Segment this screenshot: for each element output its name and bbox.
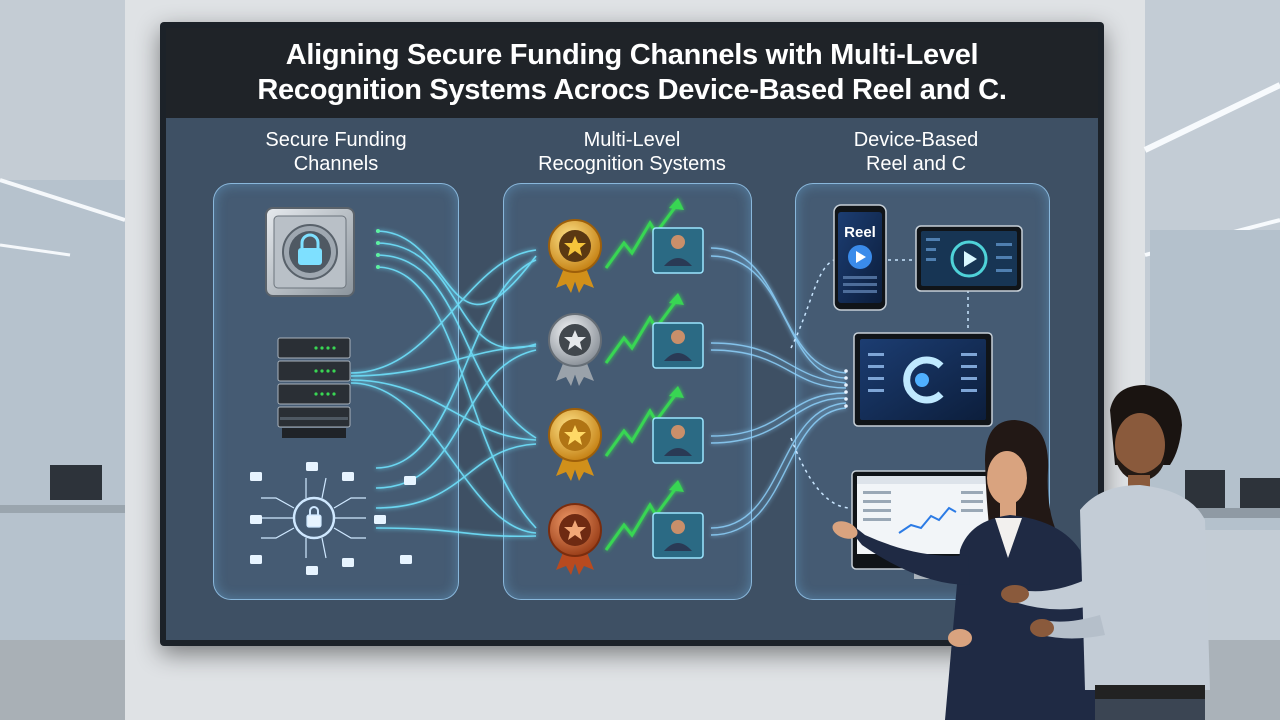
column-title-devices: Device-Based Reel and C: [853, 129, 979, 175]
recognition-tier-2: [548, 313, 602, 386]
tablet-play-icon: [915, 225, 1023, 292]
lock-network-icon: [250, 462, 416, 575]
recognition-tier-4: [548, 503, 602, 575]
diagram-title: Aligning Secure Funding Channels with Mu…: [257, 38, 1006, 108]
column-title-recognition: Multi-Level Recognition Systems: [538, 129, 726, 175]
flow-lines-left: [350, 230, 537, 538]
funding-connector-dots: [376, 229, 380, 269]
device-connector-dots: [844, 369, 848, 408]
profile-cards: [652, 227, 704, 559]
presenter-woman: [832, 420, 1100, 720]
presenters: [832, 385, 1210, 720]
c-logo-icon: [853, 332, 993, 427]
flow-lines-right: [710, 247, 847, 536]
title-line-1: Aligning Secure Funding Channels with Mu…: [285, 39, 979, 72]
column-title-funding: Secure Funding Channels: [265, 129, 407, 175]
vault-lock-icon: [265, 207, 355, 297]
recognition-tier-1: [548, 219, 602, 293]
title-bar: Aligning Secure Funding Channels with Mu…: [166, 28, 1098, 118]
profile-card: [652, 512, 704, 559]
recognition-tier-3: [548, 408, 602, 481]
profile-card: [652, 417, 704, 464]
server-rack-icon: [277, 337, 351, 438]
phone-reel-label: Reel: [844, 224, 876, 241]
title-line-2: Recognition Systems Acrocs Device-Based …: [257, 74, 1007, 106]
presenter-man: [1001, 385, 1210, 720]
phone-reel-device: Reel: [833, 204, 887, 311]
device-connectors: [790, 259, 969, 509]
profile-card: [652, 227, 704, 274]
profile-card: [652, 322, 704, 369]
